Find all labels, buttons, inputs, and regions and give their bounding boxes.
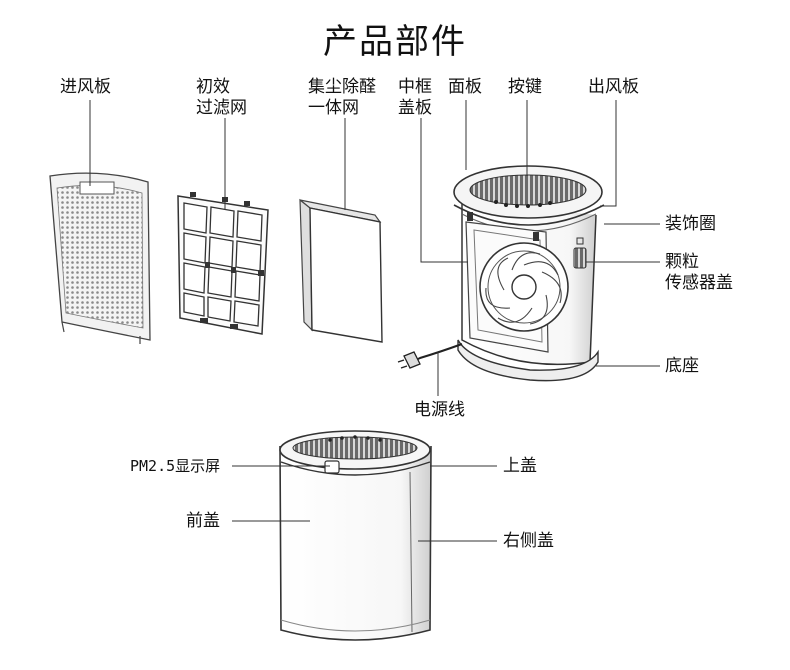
label-base: 底座: [665, 356, 699, 376]
label-hepa-filter: 集尘除醛 一体网: [308, 77, 376, 118]
label-particle-sensor-cover: 颗粒 传感器盖: [665, 252, 733, 293]
purifier-body-part: [397, 165, 605, 382]
label-buttons: 按键: [508, 77, 542, 97]
page-title: 产品部件: [323, 22, 467, 62]
primary-filter-part: [177, 192, 269, 335]
label-primary-filter: 初效 过滤网: [196, 77, 247, 118]
label-front-cover: 前盖: [186, 511, 220, 531]
label-middle-frame-cover: 中框 盖板: [398, 77, 432, 118]
label-top-cover: 上盖: [503, 456, 537, 476]
label-power-cord: 电源线: [414, 400, 465, 420]
fan-wheel: [479, 242, 569, 332]
leader-lines: [89, 100, 660, 542]
label-face-panel: 面板: [448, 77, 482, 97]
label-right-side-cover: 右侧盖: [503, 531, 554, 551]
label-trim-ring: 装饰圈: [665, 214, 716, 234]
intake-panel-part: [49, 172, 151, 344]
label-pm25-display: PM2.5显示屏: [130, 457, 221, 475]
assembled-purifier: [279, 430, 432, 641]
label-intake-panel: 进风板: [60, 77, 111, 97]
hepa-filter-part: [299, 198, 383, 343]
label-outlet-panel: 出风板: [588, 77, 639, 97]
